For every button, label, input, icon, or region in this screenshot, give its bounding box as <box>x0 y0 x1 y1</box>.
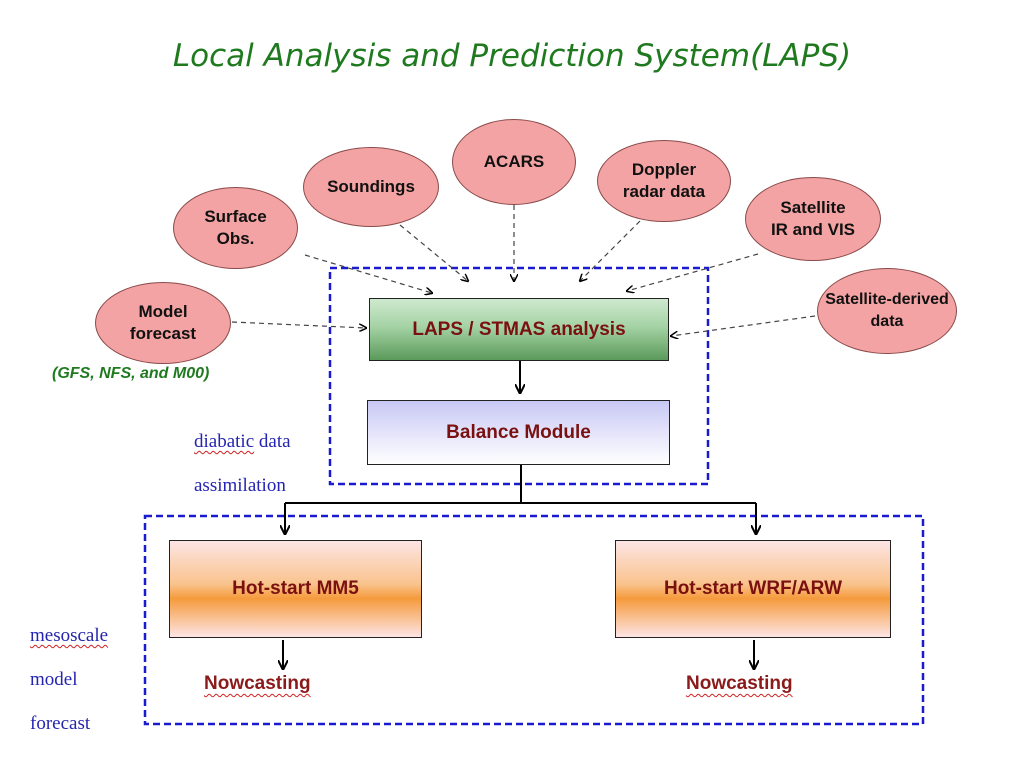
source-satellite-ir-vis: Satellite IR and VIS <box>745 177 881 261</box>
arrow-doppler <box>580 220 641 281</box>
forecast-group-frame <box>143 514 925 726</box>
diabatic-assimilation-label: diabatic data assimilation <box>194 409 291 497</box>
source-satellite-derived: Satellite-derived data <box>817 268 957 354</box>
arrow-satellite-derived <box>671 315 816 336</box>
forecast-word: forecast <box>30 713 91 734</box>
mesoscale-forecast-label: mesoscale model forecast <box>30 603 108 735</box>
data-word: data <box>254 431 291 452</box>
arrow-satellite-ir-vis <box>627 253 759 291</box>
model-word: model <box>30 669 78 690</box>
arrow-soundings <box>399 224 468 281</box>
source-surface-obs: Surface Obs. <box>173 187 298 269</box>
model-forecast-note: (GFS, NFS, and M00) <box>52 365 210 382</box>
arrow-surface-obs <box>304 254 432 293</box>
hot-start-mm5-box: Hot-start MM5 <box>169 540 422 638</box>
hot-start-wrf-box: Hot-start WRF/ARW <box>615 540 891 638</box>
balance-split-connector <box>285 465 756 504</box>
laps-analysis-box: LAPS / STMAS analysis <box>369 298 669 361</box>
source-soundings: Soundings <box>303 147 439 227</box>
source-doppler-radar: Doppler radar data <box>597 140 731 222</box>
diabatic-word: diabatic <box>194 431 255 452</box>
source-acars: ACARS <box>452 119 576 205</box>
assimilation-word: assimilation <box>194 475 286 496</box>
nowcasting-left-label: Nowcasting <box>204 673 311 694</box>
arrow-model-forecast <box>231 321 366 328</box>
mesoscale-word: mesoscale <box>30 625 109 646</box>
nowcasting-right-label: Nowcasting <box>686 673 793 694</box>
assimilation-group-frame <box>328 266 710 486</box>
diagram-title: Local Analysis and Prediction System(LAP… <box>172 38 852 74</box>
balance-module-box: Balance Module <box>367 400 670 465</box>
source-model-forecast: Model forecast <box>95 282 231 364</box>
